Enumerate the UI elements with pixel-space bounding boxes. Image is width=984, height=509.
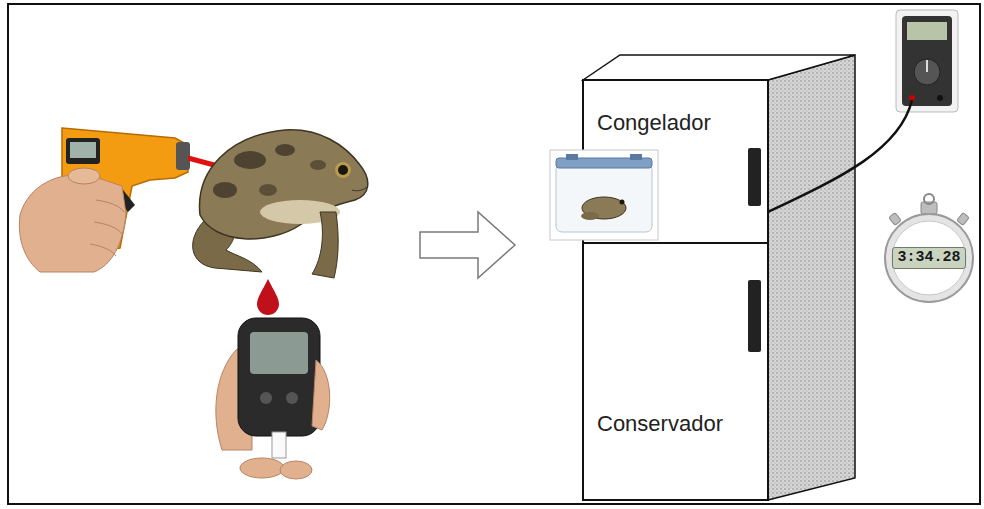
- frog-container-part: [581, 212, 599, 220]
- stopwatch: [885, 194, 973, 302]
- stopwatch-part: [924, 194, 934, 204]
- multimeter-part: [907, 22, 947, 40]
- blood-drop: [257, 279, 279, 315]
- glucometer-part: [280, 461, 312, 479]
- frog-container-part: [566, 154, 578, 160]
- compartment-label: Congelador: [597, 110, 711, 135]
- glucometer-part: [272, 432, 286, 458]
- stopwatch-reading: 3:34.28: [892, 247, 965, 270]
- multimeter-part: [896, 10, 958, 112]
- frog-part: [213, 182, 237, 198]
- glucometer-part: [286, 392, 298, 404]
- frog-part: [338, 165, 348, 175]
- hand-holding-gun-part: [19, 175, 126, 272]
- fridge-compartment: Congelador: [583, 80, 768, 243]
- glucometer-part: [260, 392, 272, 404]
- refrigerator: [583, 55, 855, 500]
- refrigerator-part: [583, 243, 768, 500]
- refrigerator-part: [748, 280, 761, 352]
- fridge-compartment: Conservador: [583, 243, 768, 500]
- frog-part: [259, 184, 277, 196]
- frog-container-part: [582, 197, 626, 219]
- hand-holding-gun-part: [68, 168, 100, 184]
- stopwatch-part: [885, 214, 973, 302]
- multimeter-part: [902, 16, 952, 106]
- frog-container-part: [620, 200, 625, 205]
- compartment-label: Conservador: [597, 411, 723, 436]
- frog-container: [550, 150, 658, 240]
- stopwatch-part: [892, 221, 966, 295]
- thermometer-gun-part: [70, 142, 96, 158]
- hand-holding-gun: [19, 168, 126, 272]
- stopwatch-part: [889, 213, 902, 226]
- frog-container-part: [630, 154, 642, 160]
- thermometer-gun-part: [176, 142, 190, 170]
- frog-part: [310, 160, 326, 170]
- multimeter-part: [937, 95, 943, 101]
- glucometer-part: [312, 360, 330, 430]
- frog-container-part: [556, 164, 652, 232]
- thermometer-gun-part: [66, 138, 100, 164]
- refrigerator-part: [768, 55, 855, 500]
- meter-wire: [768, 100, 912, 212]
- hand-holding-gun-part: [90, 244, 116, 256]
- glucometer-part: [238, 318, 320, 436]
- frog-part: [234, 151, 266, 169]
- hand-holding-gun-part: [94, 222, 122, 234]
- frog: [193, 130, 368, 278]
- frog-part: [312, 212, 338, 278]
- frog-part: [335, 162, 351, 178]
- process-arrow: [420, 212, 515, 278]
- stopwatch-part: [957, 213, 970, 226]
- multimeter: [896, 10, 958, 112]
- multimeter-part: [926, 60, 928, 72]
- frog-part: [200, 130, 368, 239]
- frog-part: [275, 144, 295, 156]
- refrigerator-part: [748, 148, 761, 206]
- glucometer-part: [250, 332, 308, 374]
- multimeter-part: [914, 59, 940, 85]
- refrigerator-part: [583, 55, 855, 80]
- glucometer-part: [240, 458, 284, 478]
- frog-part: [352, 186, 368, 191]
- glucometer: [216, 318, 330, 479]
- frame: [8, 4, 980, 504]
- frog-container-part: [550, 150, 658, 240]
- hand-holding-gun-part: [96, 200, 124, 212]
